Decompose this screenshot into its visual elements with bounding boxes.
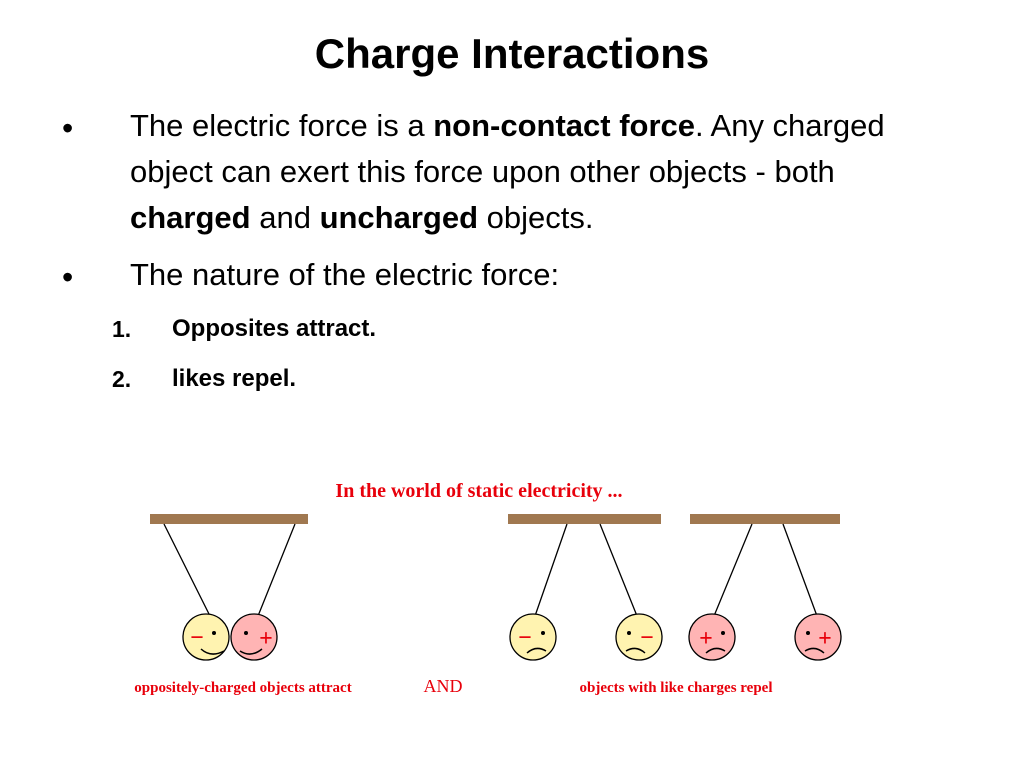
pos-charge-ball-repel-1: + (688, 613, 736, 661)
pos-charge-ball-attract: + (230, 613, 278, 661)
bullet-1-segment-2: non-contact force (433, 108, 696, 143)
bullet-marker-2: • (62, 259, 74, 295)
string-attract-neg (163, 523, 211, 617)
bullet-1-segment-7: objects. (478, 200, 594, 235)
string-attract-pos (257, 523, 296, 617)
string-repel-pos-1 (713, 523, 753, 617)
numbered-marker-1: 1. (112, 316, 132, 342)
string-repel-pos-2 (782, 523, 818, 617)
support-bar-right (690, 514, 840, 524)
neg-charge-ball-repel-2: − (615, 613, 663, 661)
bullet-text-1: The electric force is a non-contact forc… (130, 103, 950, 241)
pendulum-strings (163, 523, 818, 617)
caption-repel: objects with like charges repel (579, 680, 772, 696)
bullet-1-segment-1: The electric force is a (130, 108, 434, 143)
numbered-text-2: likes repel. (172, 365, 297, 392)
frown-mouth (804, 647, 825, 654)
frown-mouth (526, 647, 547, 654)
neg-charge-ball-repel-1: − (509, 613, 557, 661)
neg-charge-ball-attract: − (182, 613, 230, 661)
smile-mouth (239, 648, 263, 655)
slide-title: Charge Interactions (314, 30, 710, 77)
frown-mouth (625, 647, 646, 654)
string-repel-neg-1 (534, 523, 568, 617)
caption-attract: oppositely-charged objects attract (134, 680, 351, 696)
frown-mouth (705, 647, 726, 654)
bullet-1-segment-6: uncharged (319, 200, 479, 235)
figure-heading: In the world of static electricity ... (335, 480, 622, 502)
neg-sign: − (640, 625, 654, 651)
neg-sign: − (190, 625, 204, 651)
pos-sign: + (818, 626, 832, 652)
pos-sign: + (699, 626, 713, 652)
bullet-marker-1: • (62, 110, 74, 146)
smile-mouth (200, 648, 225, 655)
bullet-2-segment-1: The nature of the electric force: (130, 257, 560, 292)
support-bar-left (150, 514, 308, 524)
bullet-1-segment-5: and (250, 200, 320, 235)
bullet-1-segment-3: . Any charged object can exert this forc… (130, 108, 885, 189)
numbered-text-1: Opposites attract. (172, 315, 377, 342)
string-repel-neg-2 (599, 523, 638, 617)
caption-and: AND (424, 676, 463, 696)
pos-sign: + (259, 626, 273, 652)
neg-sign: − (518, 625, 532, 651)
pos-charge-ball-repel-2: + (794, 613, 842, 661)
bullet-text-2: The nature of the electric force: (130, 252, 950, 298)
bullet-1-segment-4: charged (130, 200, 251, 235)
support-bar-middle (508, 514, 661, 524)
numbered-marker-2: 2. (112, 366, 132, 392)
